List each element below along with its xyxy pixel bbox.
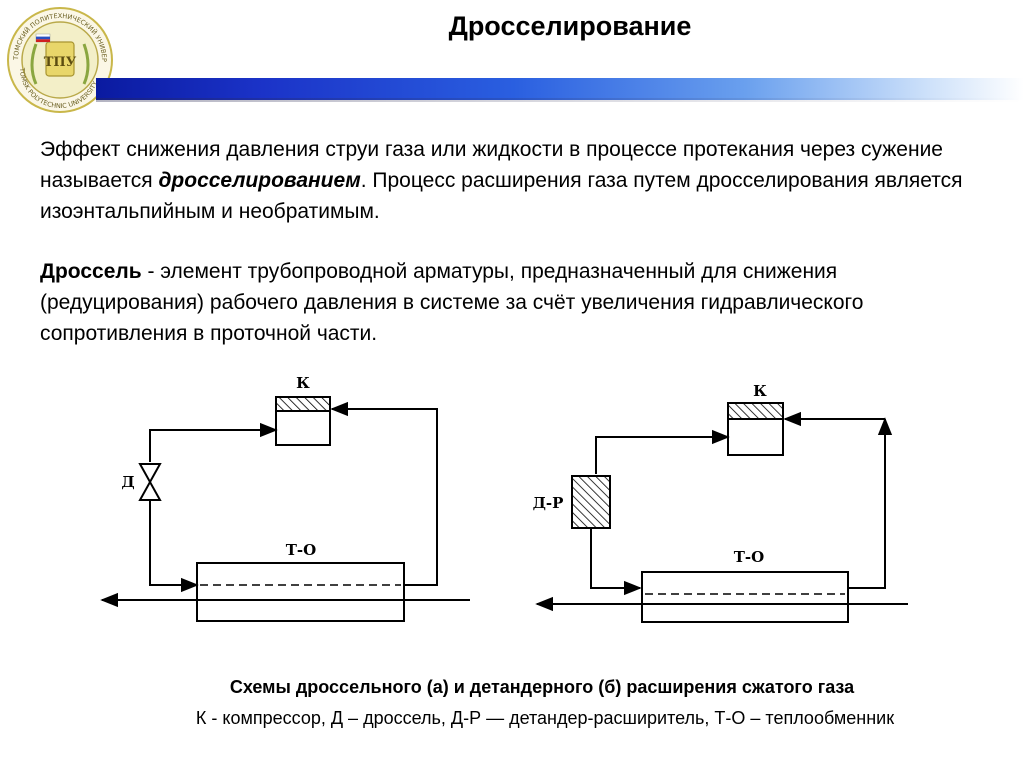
scheme-a-compressor-hatch: [275, 396, 331, 412]
scheme-a-throttle-label: Д: [121, 473, 134, 491]
scheme-b: [535, 402, 908, 623]
scheme-b-heat-exchanger-label: Т-О: [734, 548, 764, 566]
p2-term: Дроссель: [40, 260, 142, 283]
logo-monogram: ТПУ: [44, 55, 77, 70]
definition-paragraph: Эффект снижения давления струи газа или …: [40, 134, 990, 227]
scheme-a-heat-exchanger-label: Т-О: [286, 541, 316, 559]
scheme-b-expander: [571, 475, 611, 529]
p2-text: - элемент трубопроводной арматуры, предн…: [40, 260, 864, 345]
header-band-shadow: [96, 98, 1024, 102]
scheme-b-compressor-label: К: [753, 382, 767, 400]
p1-text-b: . Процесс расширения газа путем дроссели…: [40, 169, 963, 223]
page-title: Дросселирование: [448, 11, 692, 41]
figure-caption: Схемы дроссельного (а) и детандерного (б…: [229, 677, 855, 697]
scheme-a: [100, 396, 470, 622]
p1-term: дросселированием: [158, 169, 361, 192]
expansion-schemes-diagram: К Д Т-О К Д-Р Т-О: [100, 374, 908, 623]
header-band: [96, 78, 1024, 100]
scheme-b-heat-exchanger: [641, 571, 849, 623]
figure-legend: К - компрессор, Д – дроссель, Д-Р — дета…: [195, 708, 895, 728]
scheme-a-throttle-valve: [138, 463, 162, 501]
scheme-a-heat-exchanger: [196, 562, 405, 622]
scheme-b-compressor-hatch: [727, 402, 784, 420]
scheme-b-expander-label: Д-Р: [533, 494, 564, 512]
p1-text-a: Эффект снижения давления струи газа или …: [40, 138, 943, 192]
throttle-paragraph: Дроссель - элемент трубопроводной армату…: [40, 256, 990, 349]
scheme-a-compressor-label: К: [296, 374, 310, 392]
university-seal-icon: ТОМСКИЙ ПОЛИТЕХНИЧЕСКИЙ УНИВЕРСИТЕТ TOMS…: [6, 6, 113, 113]
